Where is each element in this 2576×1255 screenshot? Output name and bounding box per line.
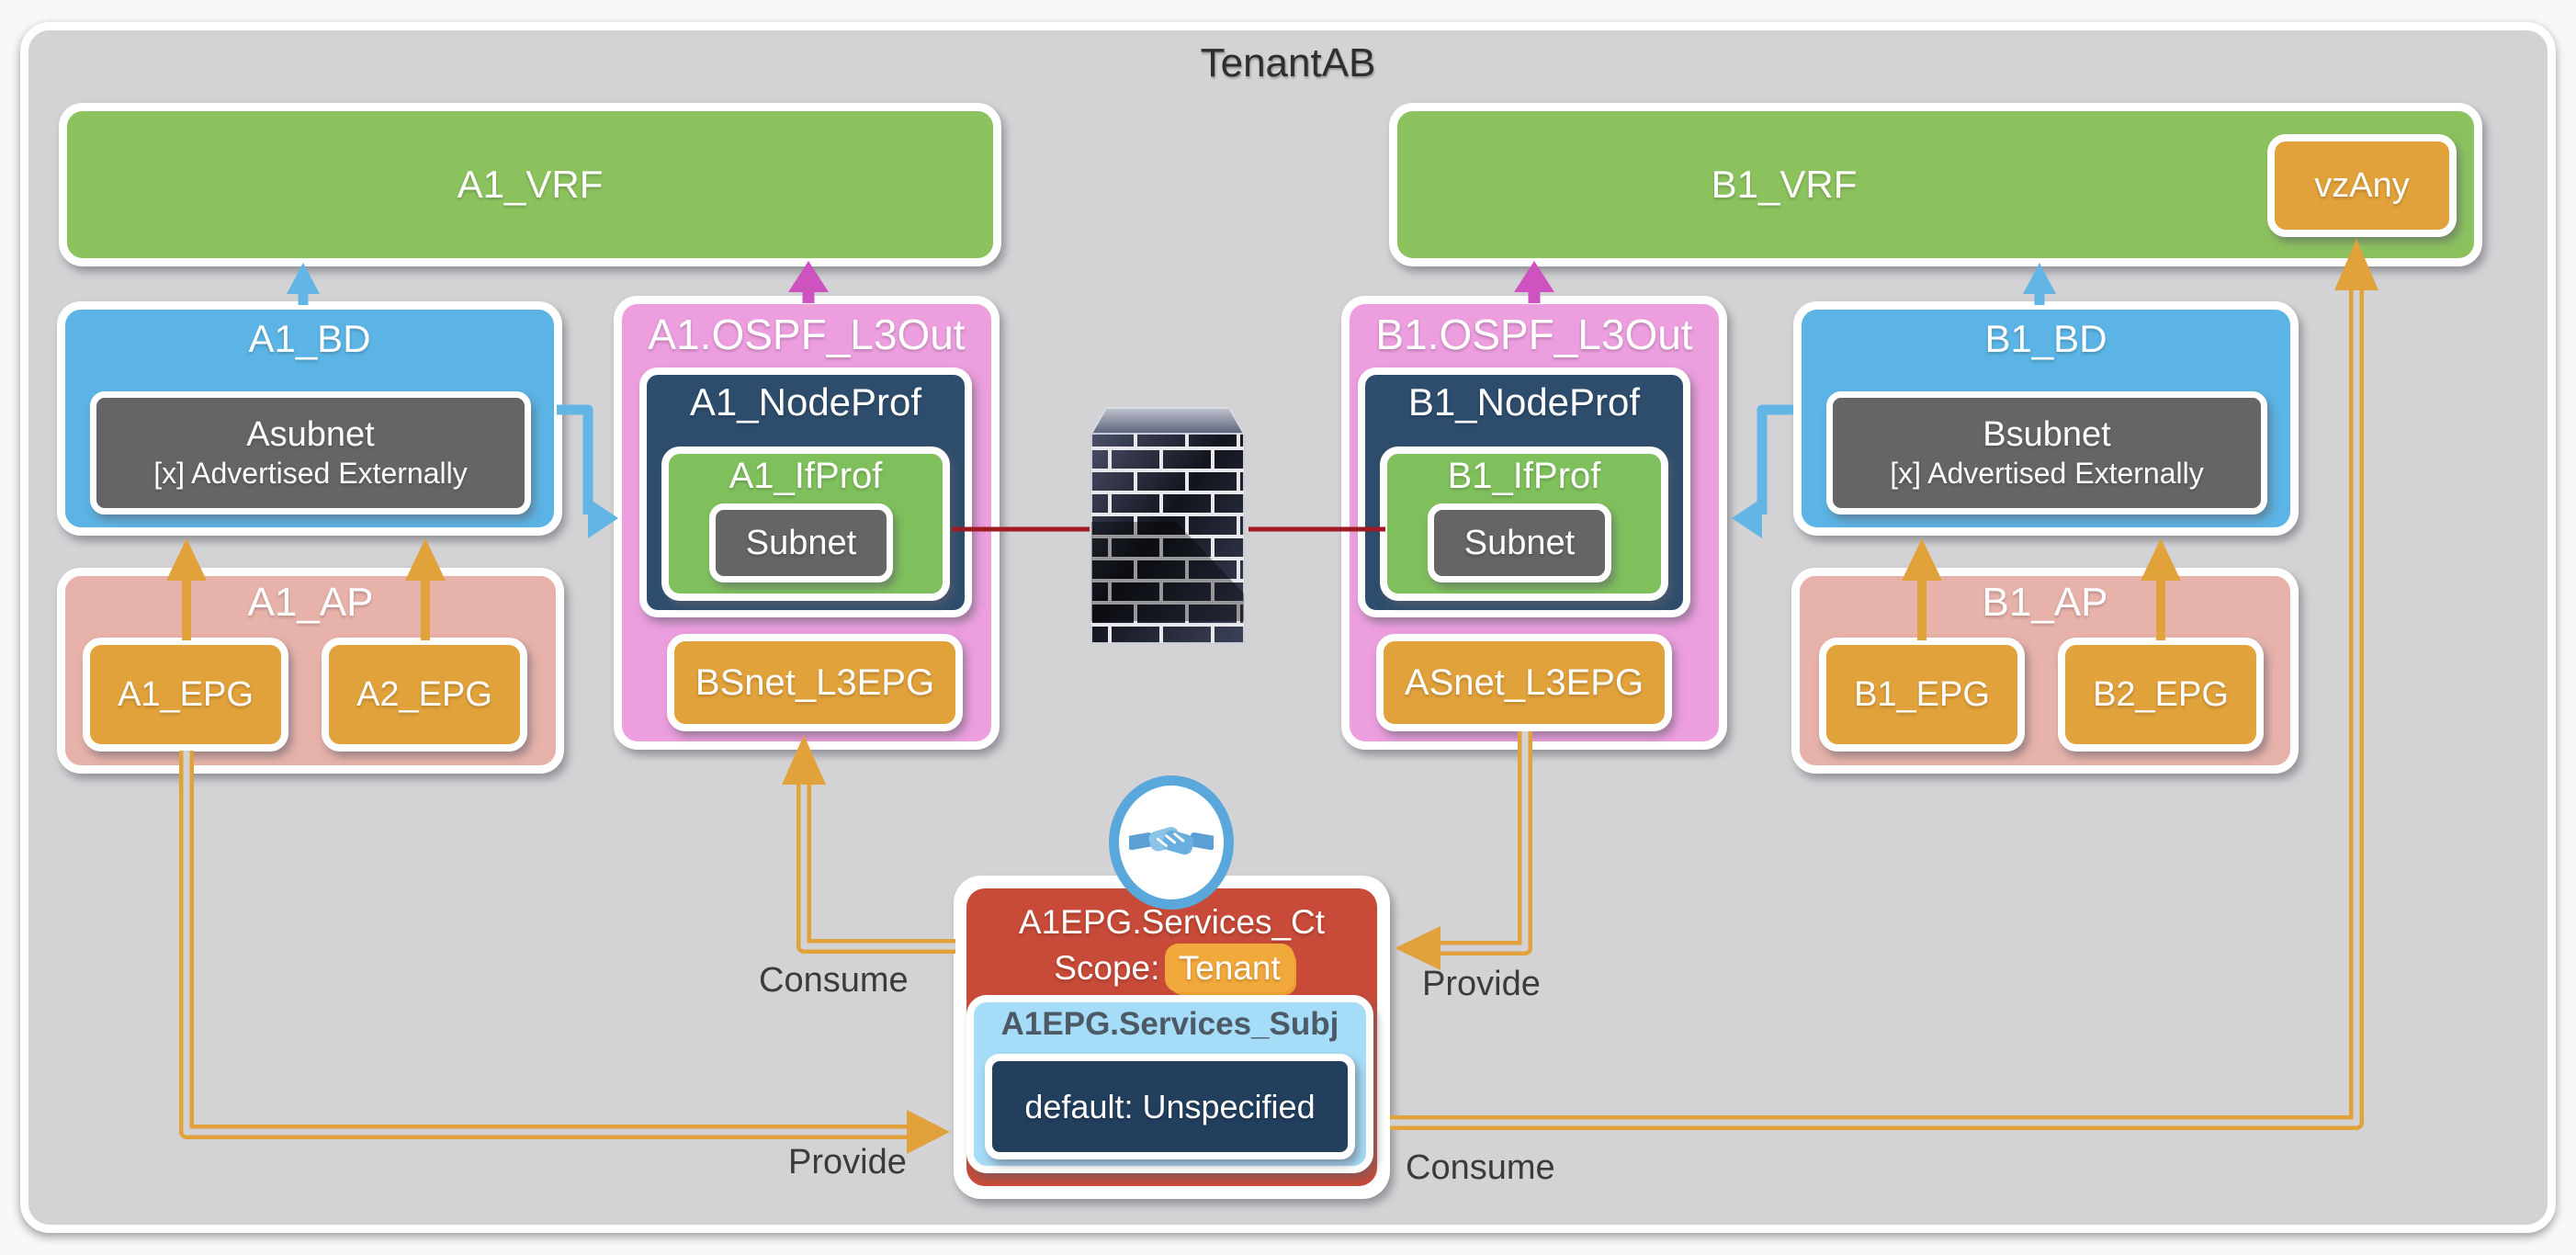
contract-filter-box: default: Unspecified (985, 1054, 1355, 1159)
a2-epg-box: A2_EPG (322, 638, 527, 752)
handshake-glyph (1129, 827, 1214, 855)
contract-scope: Scope: Tenant (954, 948, 1390, 988)
provide-right-label: Provide (1422, 965, 1541, 1003)
consume-right-label: Consume (1406, 1148, 1555, 1187)
a1-ifprof-label: A1_IfProf (729, 456, 883, 496)
contract-subject-label: A1EPG.Services_Subj (1000, 1006, 1339, 1042)
b1-epg-box: B1_EPG (1819, 638, 2025, 752)
b1-l3out-label: B1.OSPF_L3Out (1375, 311, 1693, 358)
a1-bd-advertised-label: [x] Advertised Externally (153, 456, 468, 490)
vzany-box: vzAny (2267, 134, 2457, 237)
a1-l3out-subnet-box: Subnet (709, 503, 893, 582)
contract-scope-value: Tenant (1169, 948, 1290, 988)
b1-bd-subnet-label: Bsubnet (1983, 414, 2111, 454)
b1-bd-subnet-box: Bsubnet [x] Advertised Externally (1826, 391, 2267, 514)
b1-vrf-label: B1_VRF (1711, 163, 1858, 206)
asnet-l3epg-box: ASnet_L3EPG (1376, 634, 1672, 731)
provide-left-label: Provide (788, 1143, 907, 1182)
handshake-icon (1109, 775, 1234, 910)
a1-bd-subnet-box: Asubnet [x] Advertised Externally (90, 391, 531, 514)
a1-epg-box: A1_EPG (83, 638, 288, 752)
vzany-label: vzAny (2314, 165, 2410, 205)
b1-l3out-subnet-label: Subnet (1463, 523, 1576, 562)
b1-bd-label: B1_BD (1984, 317, 2107, 360)
asnet-l3epg-label: ASnet_L3EPG (1404, 661, 1644, 703)
consume-left-label: Consume (759, 961, 909, 1000)
b2-epg-label: B2_EPG (2093, 674, 2229, 714)
a1-vrf-box: A1_VRF (59, 103, 1001, 266)
a1-nodeprof-label: A1_NodeProf (689, 380, 922, 424)
b2-epg-box: B2_EPG (2058, 638, 2264, 752)
b1-ap-label: B1_AP (1982, 580, 2108, 625)
b1-ifprof-label: B1_IfProf (1447, 456, 1601, 496)
bsnet-l3epg-label: BSnet_L3EPG (695, 661, 935, 703)
b1-epg-label: B1_EPG (1854, 674, 1990, 714)
contract-scope-label: Scope: (1054, 949, 1160, 987)
b1-nodeprof-label: B1_NodeProf (1407, 380, 1641, 424)
contract-filter-label: default: Unspecified (1024, 1087, 1316, 1125)
a2-epg-label: A2_EPG (356, 674, 492, 714)
a1-epg-label: A1_EPG (118, 674, 254, 714)
a1-l3out-label: A1.OSPF_L3Out (648, 311, 966, 358)
firewall-icon (1084, 402, 1251, 647)
a1-ap-label: A1_AP (247, 580, 374, 625)
a1-bd-subnet-label: Asubnet (246, 414, 375, 454)
a1-l3out-subnet-label: Subnet (745, 523, 857, 562)
b1-bd-advertised-label: [x] Advertised Externally (1890, 456, 2204, 490)
tenant-title: TenantAB (1200, 40, 1376, 85)
a1-bd-label: A1_BD (248, 317, 371, 360)
bsnet-l3epg-box: BSnet_L3EPG (667, 634, 963, 731)
b1-l3out-subnet-box: Subnet (1428, 503, 1611, 582)
a1-vrf-label: A1_VRF (457, 163, 604, 206)
